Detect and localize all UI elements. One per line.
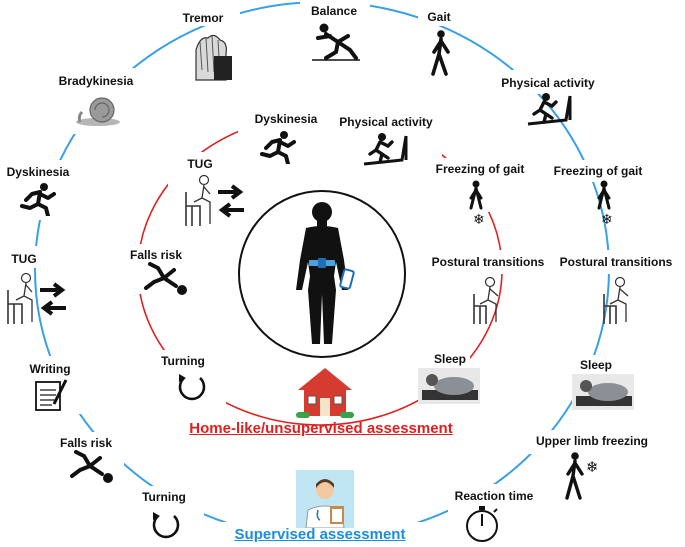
- running-person-icon: [20, 183, 56, 216]
- inner-label-turning: Turning: [161, 354, 205, 368]
- outer-label-physical-activity: Physical activity: [501, 76, 595, 90]
- walking-freezing-icon: ❄: [565, 452, 599, 500]
- outer-label-tug: TUG: [11, 252, 37, 266]
- human-body-with-sensor-and-phone-icon: [296, 202, 355, 344]
- chair-arrows-icon: [7, 272, 66, 324]
- sleeping-person-icon: [572, 374, 634, 410]
- doctor-clipboard-icon: [296, 470, 354, 528]
- sit-to-stand-icon: [473, 276, 499, 324]
- turning-arrow-icon: [152, 512, 180, 539]
- svg-text:❄: ❄: [601, 212, 613, 226]
- falling-person-icon: [144, 262, 187, 295]
- outer-label-sleep: Sleep: [579, 358, 613, 372]
- sleeping-person-icon: [418, 368, 480, 404]
- slipping-person-icon: [312, 23, 360, 61]
- notepad-pencil-icon: [35, 379, 68, 411]
- outer-label-upper-limb-freezing: Upper limb freezing: [535, 434, 649, 448]
- stopwatch-icon: [466, 506, 498, 542]
- sit-to-stand-icon: [603, 276, 629, 324]
- outer-label-gait: Gait: [427, 10, 451, 24]
- home-assessment-title: Home-like/unsupervised assessment: [189, 420, 453, 437]
- running-person-icon: [260, 131, 296, 164]
- outer-label-postural-transitions: Postural transitions: [559, 255, 673, 269]
- chair-arrows-icon: [185, 174, 244, 226]
- house-icon: [296, 368, 354, 418]
- inner-label-physical-activity: Physical activity: [339, 115, 433, 129]
- snail-icon: [76, 97, 120, 126]
- inner-label-freezing-of-gait: Freezing of gait: [435, 162, 525, 176]
- treadmill-icon: [527, 93, 572, 126]
- outer-label-dyskinesia: Dyskinesia: [6, 165, 70, 179]
- freezing-person-icon: ❄: [597, 180, 613, 226]
- falling-person-icon: [70, 450, 113, 483]
- outer-label-reaction-time: Reaction time: [454, 489, 534, 503]
- svg-text:❄: ❄: [473, 212, 485, 226]
- inner-label-tug: TUG: [187, 157, 213, 171]
- supervised-assessment-title: Supervised assessment: [234, 526, 406, 543]
- outer-label-freezing-of-gait: Freezing of gait: [553, 164, 643, 178]
- freezing-person-icon: ❄: [469, 180, 485, 226]
- tremor-hand-icon: [195, 34, 232, 81]
- inner-label-dyskinesia: Dyskinesia: [254, 112, 318, 126]
- inner-label-postural-transitions: Postural transitions: [431, 255, 545, 269]
- inner-label-sleep: Sleep: [433, 352, 467, 366]
- treadmill-icon: [363, 133, 408, 166]
- inner-label-falls-risk: Falls risk: [129, 248, 183, 262]
- outer-label-turning: Turning: [142, 490, 186, 504]
- outer-label-falls-risk: Falls risk: [59, 436, 113, 450]
- walking-person-icon: [431, 30, 450, 76]
- outer-label-bradykinesia: Bradykinesia: [58, 74, 134, 88]
- outer-label-tremor: Tremor: [182, 11, 224, 25]
- outer-label-writing: Writing: [29, 362, 71, 376]
- turning-arrow-icon: [178, 374, 206, 401]
- outer-label-balance: Balance: [310, 4, 358, 18]
- svg-text:❄: ❄: [586, 458, 599, 476]
